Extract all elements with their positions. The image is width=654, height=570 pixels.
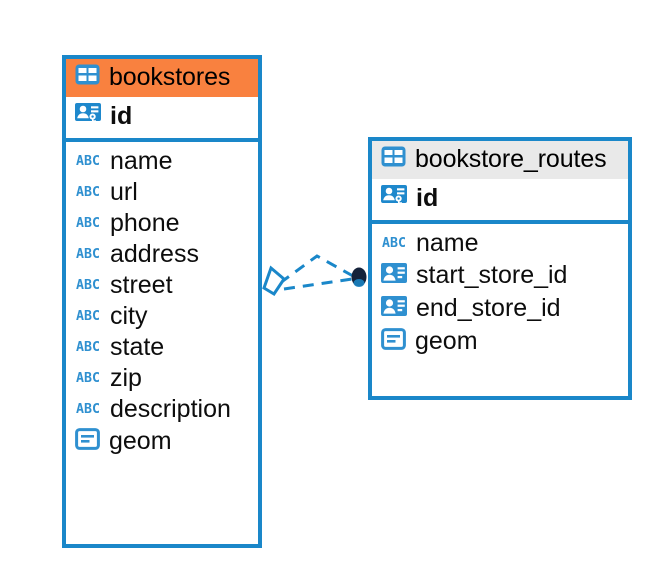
field-label: start_store_id <box>416 261 568 289</box>
field-row-url[interactable]: ABC url <box>66 177 258 208</box>
rhombus-cardinality-marker <box>262 265 286 297</box>
abc-text-icon: ABC <box>76 309 100 324</box>
field-row-geom[interactable]: geom <box>372 325 628 358</box>
field-label: name <box>110 147 173 175</box>
abc-text-icon: ABC <box>76 216 100 231</box>
abc-text-icon: ABC <box>76 247 100 262</box>
table-icon <box>75 63 100 92</box>
field-row-address[interactable]: ABC address <box>66 239 258 270</box>
field-label: end_store_id <box>416 294 561 322</box>
foreign-key-icon <box>381 262 407 289</box>
geometry-icon <box>75 428 100 455</box>
entity-bookstores[interactable]: bookstores <box>62 55 262 548</box>
field-label: id <box>110 102 133 130</box>
abc-text-icon: ABC <box>76 154 100 169</box>
geometry-icon <box>381 328 406 355</box>
abc-text-icon: ABC <box>76 185 100 200</box>
field-row-start-store-id[interactable]: start_store_id <box>372 259 628 292</box>
abc-text-icon: ABC <box>76 371 100 386</box>
field-row-city[interactable]: ABC city <box>66 301 258 332</box>
abc-text-icon: ABC <box>382 236 406 251</box>
field-list-bookstores: ABC name ABC url ABC phone ABC address A… <box>66 142 258 463</box>
relationship-line-lower <box>283 277 353 291</box>
filled-dot-marker-highlight <box>353 279 365 287</box>
abc-text-icon: ABC <box>76 278 100 293</box>
field-row-name[interactable]: ABC name <box>66 146 258 177</box>
entity-title: bookstores <box>109 63 231 91</box>
field-label: id <box>416 184 439 212</box>
field-label: address <box>110 240 199 268</box>
field-row-name[interactable]: ABC name <box>372 228 628 259</box>
field-label: description <box>110 395 231 423</box>
primary-key-section-bookstores: id <box>66 97 258 142</box>
field-row-state[interactable]: ABC state <box>66 332 258 363</box>
table-icon <box>381 145 406 174</box>
entity-title: bookstore_routes <box>415 145 607 173</box>
foreign-key-icon <box>381 295 407 322</box>
field-label: street <box>110 271 173 299</box>
entity-bookstore-routes[interactable]: bookstore_routes <box>368 137 632 400</box>
field-label: name <box>416 229 479 257</box>
field-list-bookstore-routes: ABC name start_store_id <box>372 224 628 363</box>
primary-key-icon <box>75 102 101 131</box>
field-label: state <box>110 333 165 361</box>
entity-header-bookstore-routes[interactable]: bookstore_routes <box>372 141 628 179</box>
abc-text-icon: ABC <box>76 402 100 417</box>
relationship-line-upper <box>279 254 354 285</box>
field-label: phone <box>110 209 180 237</box>
abc-text-icon: ABC <box>76 340 100 355</box>
field-label: city <box>110 302 148 330</box>
field-row-phone[interactable]: ABC phone <box>66 208 258 239</box>
filled-dot-marker <box>351 267 367 287</box>
field-label: geom <box>109 427 172 455</box>
field-row-street[interactable]: ABC street <box>66 270 258 301</box>
field-label: geom <box>415 327 478 355</box>
primary-key-icon <box>381 184 407 213</box>
field-row-id[interactable]: id <box>372 179 628 220</box>
primary-key-section-bookstore-routes: id <box>372 179 628 224</box>
field-row-description[interactable]: ABC description <box>66 394 258 425</box>
entity-header-bookstores[interactable]: bookstores <box>66 59 258 97</box>
field-row-zip[interactable]: ABC zip <box>66 363 258 394</box>
field-row-id[interactable]: id <box>66 97 258 138</box>
field-row-geom[interactable]: geom <box>66 425 258 458</box>
field-row-end-store-id[interactable]: end_store_id <box>372 292 628 325</box>
field-label: zip <box>110 364 142 392</box>
field-label: url <box>110 178 138 206</box>
